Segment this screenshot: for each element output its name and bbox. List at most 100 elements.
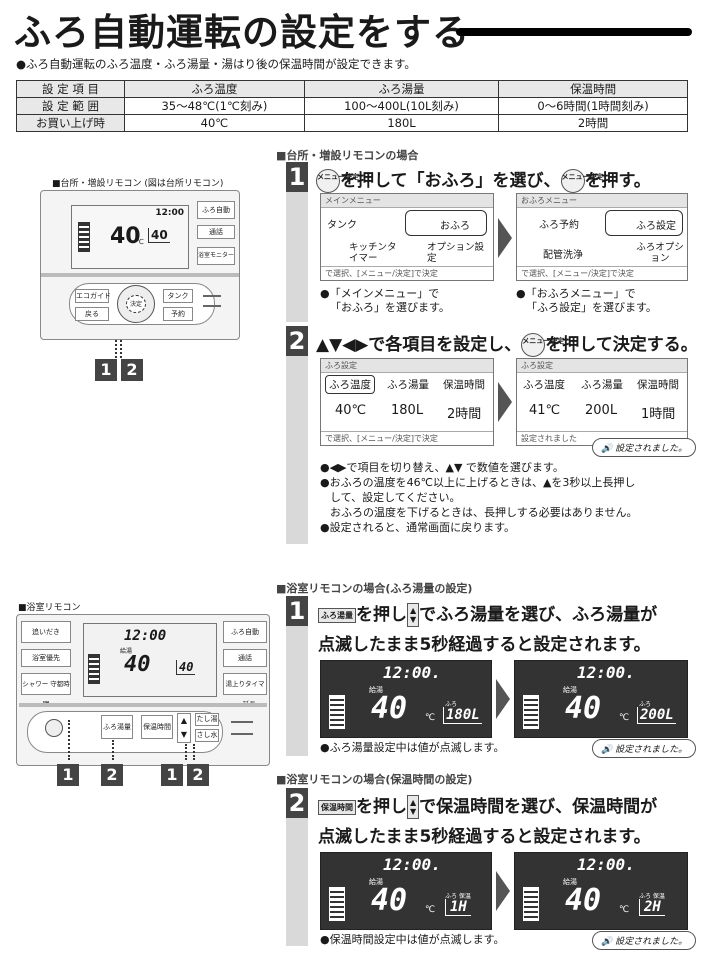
furo-setting-result-panel: ふろ設定 ふろ温度 ふろ湯量 保温時間 41℃ 200L 1時間 設定されました: [516, 358, 688, 446]
panel-footer: 設定されました: [517, 431, 687, 445]
furo-auto-button[interactable]: ふろ自動: [197, 201, 235, 219]
tank-gauge-icon: [329, 887, 345, 921]
speaker-message: 🔊 設定されました。: [592, 438, 697, 457]
step1-note1: ●「メインメニュー」で 「おふろ」を選びます。: [320, 287, 450, 314]
lcd-time: 12:00: [124, 628, 167, 644]
tank-gauge-icon: [523, 695, 539, 729]
up-down-key[interactable]: ▲▼: [177, 713, 191, 743]
step2-instruction: ▲▼◀▶で各項目を設定し、メニュー決定を押して決定する。: [316, 333, 698, 357]
keep-lcd-before: 12:00. 給湯 40 ℃ ふろ 保温 1H: [320, 852, 492, 930]
lcd-unit: ℃: [619, 713, 630, 723]
menu-item-furo-reserve[interactable]: ふろ予約: [539, 220, 579, 231]
leader-line: [185, 744, 187, 760]
menu-enter-key-icon: メニュー決定: [316, 169, 359, 193]
next-arrow-icon: [496, 871, 510, 911]
eco-guide-button[interactable]: エコガイド: [75, 289, 111, 303]
page-title: ふろ自動運転の設定をする: [14, 11, 470, 54]
round-button[interactable]: [45, 719, 63, 737]
volume-key-icon: ふろ湯量: [318, 607, 356, 623]
label-temp-selected[interactable]: ふろ温度: [325, 375, 375, 394]
bath-monitor-button[interactable]: 浴室モニター: [197, 247, 235, 265]
lcd-label: 給湯: [563, 878, 577, 886]
menu-item-furo-selected[interactable]: おふろ: [405, 210, 487, 236]
speaker-message: 🔊 設定されました。: [592, 931, 697, 950]
lcd-sub-value: 1H: [445, 899, 471, 916]
bath-keep-section-header: ■浴室リモコンの場合(保温時間の設定): [276, 773, 473, 786]
tank-button[interactable]: タンク: [163, 289, 193, 303]
panel-header: おふろメニュー: [517, 194, 687, 208]
menu-enter-button[interactable]: 決定: [126, 295, 146, 313]
lcd-sub-value: 2H: [639, 899, 665, 916]
table-cell: お買い上げ時: [16, 114, 125, 132]
hamburger-icon: [203, 295, 221, 307]
table-cell: 2時間: [498, 114, 688, 132]
reheat-button[interactable]: 追いだき: [21, 621, 71, 643]
volume-step-column: [286, 596, 308, 756]
table-cell: 35〜48℃(1℃刻み): [124, 97, 305, 115]
divider: [41, 273, 239, 277]
panel-header: ふろ設定: [517, 359, 687, 373]
step-badge: 2: [101, 764, 123, 786]
reserve-button[interactable]: 予約: [163, 307, 193, 321]
leader-line: [115, 340, 117, 358]
bath-priority-button[interactable]: 浴室優先: [21, 649, 71, 667]
label-volume[interactable]: ふろ湯量: [387, 379, 429, 391]
add-water-button[interactable]: さし水: [195, 729, 219, 742]
menu-item-pipe-wash[interactable]: 配管洗浄: [543, 250, 583, 261]
lcd-sub-value: 200L: [637, 707, 676, 724]
menu-item-furo-option[interactable]: ふろオプション: [636, 242, 684, 264]
next-arrow-icon: [496, 679, 510, 719]
lcd-time: 12:00.: [383, 855, 441, 874]
volume-key[interactable]: ふろ湯量: [101, 715, 133, 739]
bath-timer-button[interactable]: 湯上りタイマー 延長: [223, 673, 267, 708]
lcd-label: 給湯: [369, 878, 383, 886]
next-arrow-icon: [498, 218, 512, 258]
table-header: 設 定 項 目: [16, 80, 125, 98]
next-arrow-icon: [498, 382, 512, 422]
keep-time-key[interactable]: 保温時間: [141, 715, 173, 739]
table-header-row: 設 定 項 目 ふろ温度 ふろ湯量 保温時間: [16, 80, 688, 98]
lcd-temp: 40: [371, 883, 408, 918]
table-header: ふろ温度: [124, 80, 305, 98]
value-volume: 200L: [585, 403, 618, 418]
bath-remote-caption: ■浴室リモコン: [18, 603, 81, 613]
speaker-icon: 🔊: [601, 745, 613, 755]
add-hot-water-button[interactable]: たし湯: [195, 713, 219, 726]
keep-note: ●保温時間設定中は値が点滅します。: [320, 933, 505, 946]
lcd-time: 12:00.: [577, 663, 635, 682]
intercom-button[interactable]: 通話: [223, 649, 267, 667]
keep-lcd-after: 12:00. 給湯 40 ℃ ふろ 保温 2H: [514, 852, 688, 930]
table-row: 設 定 範 囲 35〜48℃(1℃刻み) 100〜400L(10L刻み) 0〜6…: [16, 97, 688, 115]
leader-line: [112, 740, 114, 760]
lcd-temp-small: 40: [148, 228, 170, 243]
label-keep-time[interactable]: 保温時間: [443, 379, 485, 391]
menu-item-tank[interactable]: タンク: [327, 220, 357, 231]
speaker-message: 🔊 設定されました。: [592, 739, 697, 758]
step2-column: [286, 326, 308, 544]
volume-instruction-line1: ふろ湯量を押し▲▼でふろ湯量を選び、ふろ湯量が: [318, 600, 657, 627]
table-cell: 100〜400L(10L刻み): [303, 97, 500, 115]
intercom-button[interactable]: 通話: [197, 225, 235, 239]
lcd-temp-big: 40: [124, 652, 151, 677]
furo-setting-panel: ふろ設定 ふろ温度 ふろ湯量 保温時間 40℃ 180L 2時間 で選択、[メニ…: [320, 358, 494, 446]
step1-column: [286, 162, 308, 322]
volume-lcd-after: 12:00. 給湯 40 ℃ ふろ 200L: [514, 660, 688, 738]
back-button[interactable]: 戻る: [75, 307, 109, 321]
up-down-key-icon: ▲▼: [407, 603, 420, 627]
table-row: お買い上げ時 40℃ 180L 2時間: [16, 114, 688, 132]
shower-button[interactable]: シャワー 守都時間: [21, 673, 71, 708]
lcd-temp-big: 40: [110, 224, 141, 249]
lcd-temp-small: 40: [176, 660, 196, 675]
menu-item-kitchen-timer[interactable]: キッチンタイマー: [349, 242, 397, 264]
kitchen-remote: 12:00 40 ℃ 40 ふろ自動 通話 浴室モニター エコガイド 戻る 決定…: [40, 190, 240, 340]
menu-item-option-setting[interactable]: オプション設定: [427, 242, 485, 264]
lcd-time: 12:00: [155, 208, 184, 218]
leader-line: [68, 720, 70, 760]
furo-auto-button[interactable]: ふろ自動: [223, 621, 267, 643]
step-number: 1: [286, 162, 308, 192]
menu-item-furo-setting-selected[interactable]: ふろ設定: [605, 210, 683, 236]
panel-footer: で選択、[メニュー/決定]で決定: [517, 266, 687, 280]
value-keep-time: 2時間: [447, 407, 482, 422]
menu-enter-key-icon: メニュー決定: [560, 169, 604, 193]
keep-instruction-line2: 点滅したまま5秒経過すると設定されます。: [318, 827, 651, 847]
